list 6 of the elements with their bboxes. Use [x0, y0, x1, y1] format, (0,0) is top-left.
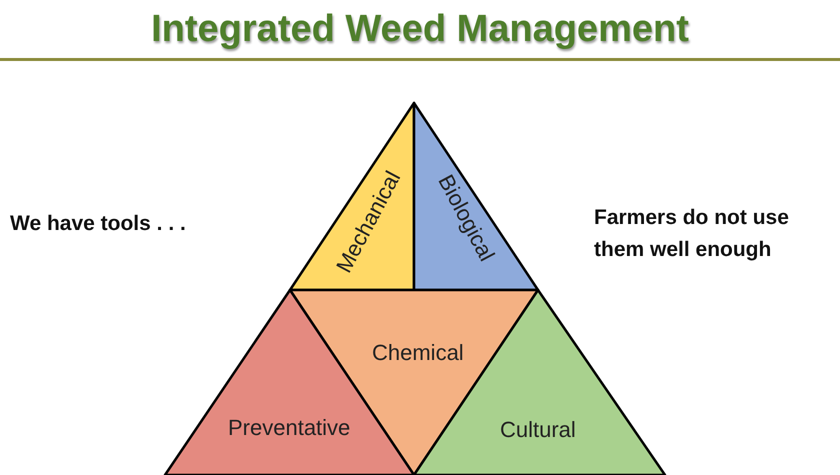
segment-label: Cultural — [500, 417, 576, 443]
segment-label: Preventative — [228, 415, 350, 441]
segment-label: Chemical — [372, 340, 464, 366]
note-text: Farmers do not use them well enough — [594, 205, 790, 262]
title: Integrated Weed Management — [150, 8, 690, 51]
note-text: We have tools . . . — [10, 211, 187, 237]
